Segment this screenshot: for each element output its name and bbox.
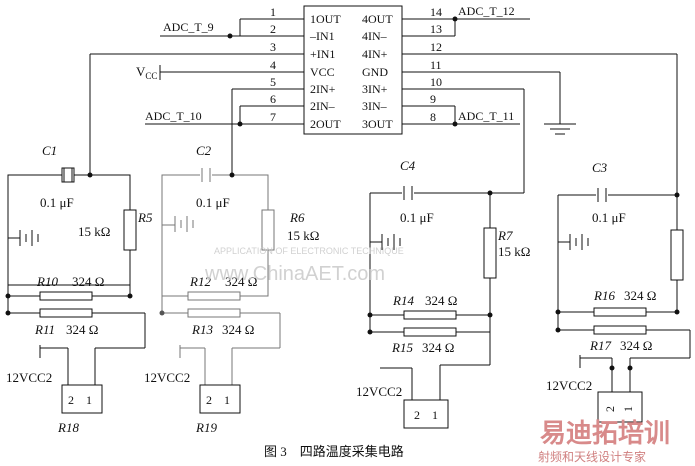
brand-text: 易迪拓培训: [540, 418, 670, 448]
r5-label: R5: [137, 210, 153, 225]
channel-3: C4 0.1 μF R7 15 kΩ R14 324 Ω R15 324 Ω 1…: [356, 158, 530, 429]
pin-name-8: 3OUT: [362, 117, 393, 131]
supply-2: 12VCC2: [144, 370, 190, 385]
c4-label: C4: [400, 158, 416, 173]
supply-3: 12VCC2: [356, 384, 402, 399]
r16-label: R16: [593, 288, 615, 303]
conn4-pin1: 1: [621, 406, 635, 412]
r13-value: 324 Ω: [222, 322, 254, 337]
c3-label: C3: [592, 160, 608, 175]
pin-name-2: –IN1: [309, 29, 335, 43]
watermark: APPLICATION OF ELECTRONIC TECHNIQUE www.…: [204, 246, 404, 285]
brand-subtext: 射频和天线设计专家: [538, 449, 646, 464]
r17-value: 324 Ω: [620, 338, 652, 353]
r13-label: R13: [191, 322, 213, 337]
net-label-adc10: ADC_T_10: [145, 109, 202, 123]
r6-value: 15 kΩ: [287, 228, 319, 243]
pin-name-1: 1OUT: [310, 12, 341, 26]
net-label-vcc: VCC: [136, 64, 157, 81]
pin-num-12: 12: [430, 40, 442, 54]
conn3-pin1: 1: [432, 408, 438, 422]
pin-num-3: 3: [270, 40, 276, 54]
r12-value: 324 Ω: [225, 274, 257, 289]
pin-num-14: 14: [430, 5, 442, 19]
figure-caption: 图 3 四路温度采集电路: [264, 444, 404, 459]
net-label-adc12: ADC_T_12: [458, 4, 515, 18]
supply-1: 12VCC2: [6, 370, 52, 385]
r19-label: R19: [195, 420, 217, 435]
pin-name-5: 2IN+: [310, 82, 336, 96]
r11-label: R11: [34, 322, 55, 337]
net-label-adc11: ADC_T_11: [458, 109, 514, 123]
pin-name-13: 4IN–: [362, 29, 388, 43]
conn1-pin2: 2: [68, 393, 74, 407]
r14-value: 324 Ω: [425, 293, 457, 308]
r10-label: R10: [36, 274, 58, 289]
channel-4: C3 0.1 μF R16 324 Ω R17 324 Ω 12VCC2 2 1: [546, 160, 691, 423]
pin-name-11: GND: [362, 65, 388, 79]
pin-name-9: 3IN–: [362, 99, 388, 113]
conn3-pin2: 2: [414, 408, 420, 422]
chip-wiring: [89, 18, 678, 195]
r5-value: 15 kΩ: [78, 224, 110, 239]
pin-name-3: +IN1: [310, 47, 335, 61]
pin-num-4: 4: [270, 58, 276, 72]
conn4-pin2: 2: [603, 406, 617, 412]
pin-num-11: 11: [430, 58, 442, 72]
conn2-pin1: 1: [224, 393, 230, 407]
c4-value: 0.1 μF: [400, 210, 434, 225]
r11-value: 324 Ω: [66, 322, 98, 337]
r17-label: R17: [589, 338, 611, 353]
pin-num-7: 7: [270, 110, 276, 124]
r15-value: 324 Ω: [422, 340, 454, 355]
channel-1: C1 0.1 μF 15 kΩ R5 R10 324 Ω R11 324 Ω 1…: [5, 143, 153, 435]
pin-name-6: 2IN–: [310, 99, 336, 113]
supply-4: 12VCC2: [546, 378, 592, 393]
r7-value: 15 kΩ: [498, 244, 530, 259]
c1-value: 0.1 μF: [40, 195, 74, 210]
r15-label: R15: [391, 340, 413, 355]
pin-num-6: 6: [270, 92, 276, 106]
conn2-pin2: 2: [206, 393, 212, 407]
pin-name-14: 4OUT: [362, 12, 393, 26]
r6-label: R6: [289, 210, 305, 225]
pin-num-5: 5: [270, 75, 276, 89]
pin-num-1: 1: [270, 5, 276, 19]
pin-num-8: 8: [430, 110, 436, 124]
pin-num-13: 13: [430, 22, 442, 36]
channel-2: C2 0.1 μF R6 15 kΩ R12 324 Ω R13 324 Ω 1…: [144, 143, 319, 435]
pin-name-4: VCC: [310, 65, 335, 79]
net-label-adc9: ADC_T_9: [163, 20, 214, 34]
brand-watermark: 易迪拓培训 射频和天线设计专家: [538, 418, 670, 464]
r16-value: 324 Ω: [624, 288, 656, 303]
r7-label: R7: [497, 228, 513, 243]
c2-label: C2: [196, 143, 212, 158]
r18-label: R18: [57, 420, 79, 435]
c3-value: 0.1 μF: [592, 210, 626, 225]
r14-label: R14: [392, 293, 414, 308]
pin-name-10: 3IN+: [362, 82, 388, 96]
conn1-pin1: 1: [86, 393, 92, 407]
pin-num-10: 10: [430, 75, 442, 89]
r10-value: 324 Ω: [72, 274, 104, 289]
pin-num-9: 9: [430, 92, 436, 106]
pin-num-2: 2: [270, 22, 276, 36]
watermark-sub: APPLICATION OF ELECTRONIC TECHNIQUE: [214, 246, 404, 256]
c1-label: C1: [42, 143, 57, 158]
quad-opamp-chip: 1 2 3 4 5 6 7 1OUT –IN1 +IN1 VCC 2IN+ 2I…: [240, 5, 455, 135]
pin-name-12: 4IN+: [362, 47, 388, 61]
c2-value: 0.1 μF: [196, 195, 230, 210]
watermark-url: www.ChinaAET.com: [204, 263, 385, 285]
pin-name-7: 2OUT: [310, 117, 341, 131]
r12-label: R12: [189, 274, 211, 289]
